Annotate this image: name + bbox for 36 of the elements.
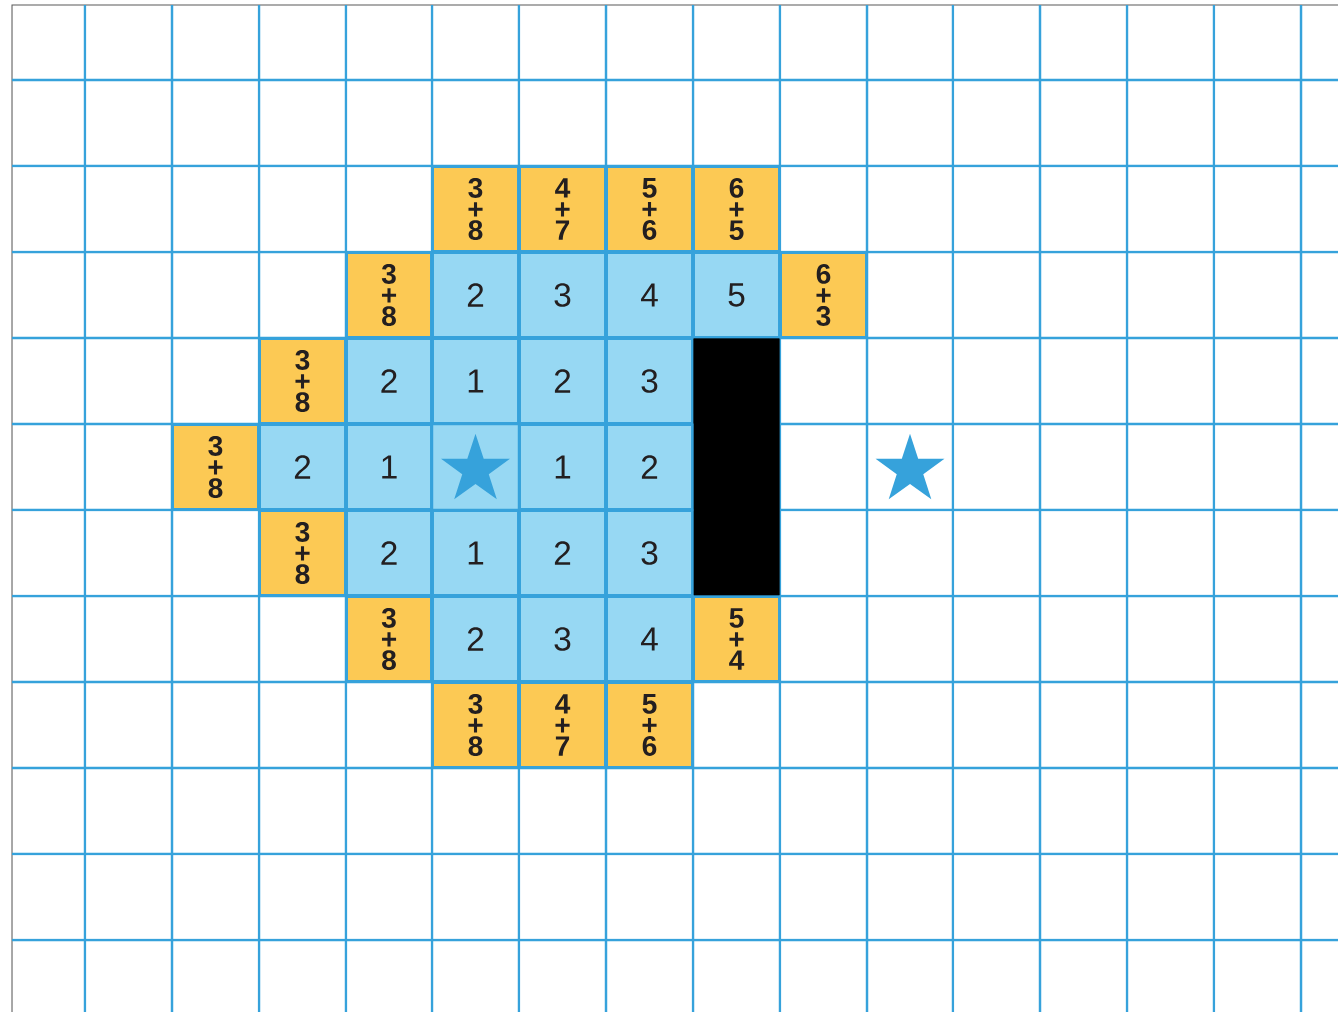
number-cell: 2: [258, 423, 347, 511]
number-cell: 4: [605, 595, 694, 683]
number-cell: 5: [692, 251, 781, 339]
number-cell: 1: [431, 337, 520, 425]
number-cell: 2: [518, 337, 607, 425]
sum-cell: 6 + 3: [779, 251, 868, 339]
sum-cell: 4 + 7: [518, 165, 607, 253]
number-cell: 2: [431, 251, 520, 339]
sum-cell: 5 + 6: [605, 681, 694, 769]
number-cell: 3: [518, 251, 607, 339]
star-icon: [875, 433, 945, 500]
number-cell: 3: [605, 509, 694, 597]
number-cell: 3: [518, 595, 607, 683]
sum-cell: 3 + 8: [431, 681, 520, 769]
sum-cell: 3 + 8: [258, 337, 347, 425]
sum-cell: 3 + 8: [431, 165, 520, 253]
sum-cell: 3 + 8: [258, 509, 347, 597]
number-cell: 2: [345, 509, 433, 597]
number-cell: 1: [431, 509, 520, 597]
sum-cell: 5 + 4: [692, 595, 781, 683]
number-cell: 2: [431, 595, 520, 683]
star-icon: [441, 433, 510, 500]
sum-cell: 3 + 8: [171, 423, 260, 511]
number-cell: 2: [605, 423, 694, 511]
number-cell: 2: [345, 337, 433, 425]
sum-cell: 3 + 8: [345, 251, 433, 339]
sum-cell: 5 + 6: [605, 165, 694, 253]
number-cell: 1: [345, 423, 433, 511]
number-cell: 3: [605, 337, 694, 425]
sum-cell: 6 + 5: [692, 165, 781, 253]
number-cell: 1: [518, 423, 607, 511]
number-cell: 2: [518, 509, 607, 597]
sum-cell: 3 + 8: [345, 595, 433, 683]
wall-block: [693, 338, 780, 596]
number-cell: 4: [605, 251, 694, 339]
sum-cell: 4 + 7: [518, 681, 607, 769]
